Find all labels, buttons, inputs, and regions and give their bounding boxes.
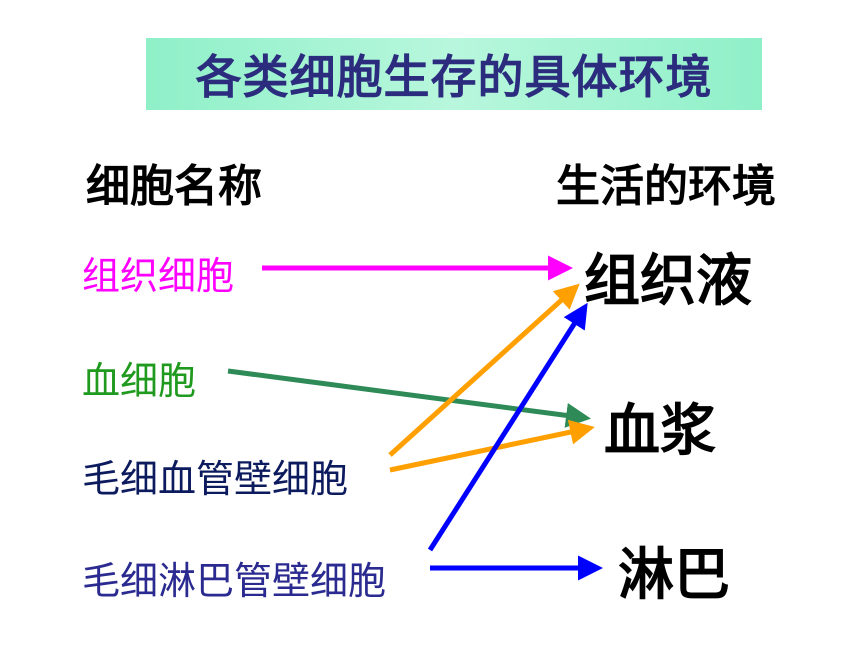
cell-capillary-wall-cell: 毛细血管壁细胞: [82, 457, 349, 501]
header-environments: 生活的环境: [556, 161, 776, 212]
page-title: 各类细胞生存的具体环境: [195, 50, 713, 104]
env-lymph: 淋巴: [618, 543, 730, 608]
arrow-capillary-wall-to-tissue-fluid: [388, 283, 580, 457]
cell-tissue-cell: 组织细胞: [82, 254, 235, 298]
title-banner: 各类细胞生存的具体环境: [146, 38, 762, 110]
arrow-lymph-wall-to-tissue-fluid: [427, 302, 588, 552]
env-tissue-fluid: 组织液: [584, 249, 752, 314]
env-plasma: 血浆: [604, 399, 716, 464]
cell-blood-cell: 血细胞: [82, 359, 197, 403]
arrow-blood-cell-to-plasma: [227, 368, 591, 428]
header-cell-names: 细胞名称: [86, 161, 262, 212]
arrow-capillary-wall-to-plasma: [389, 419, 595, 473]
cell-lymph-capillary-wall-cell: 毛细淋巴管壁细胞: [82, 559, 387, 603]
